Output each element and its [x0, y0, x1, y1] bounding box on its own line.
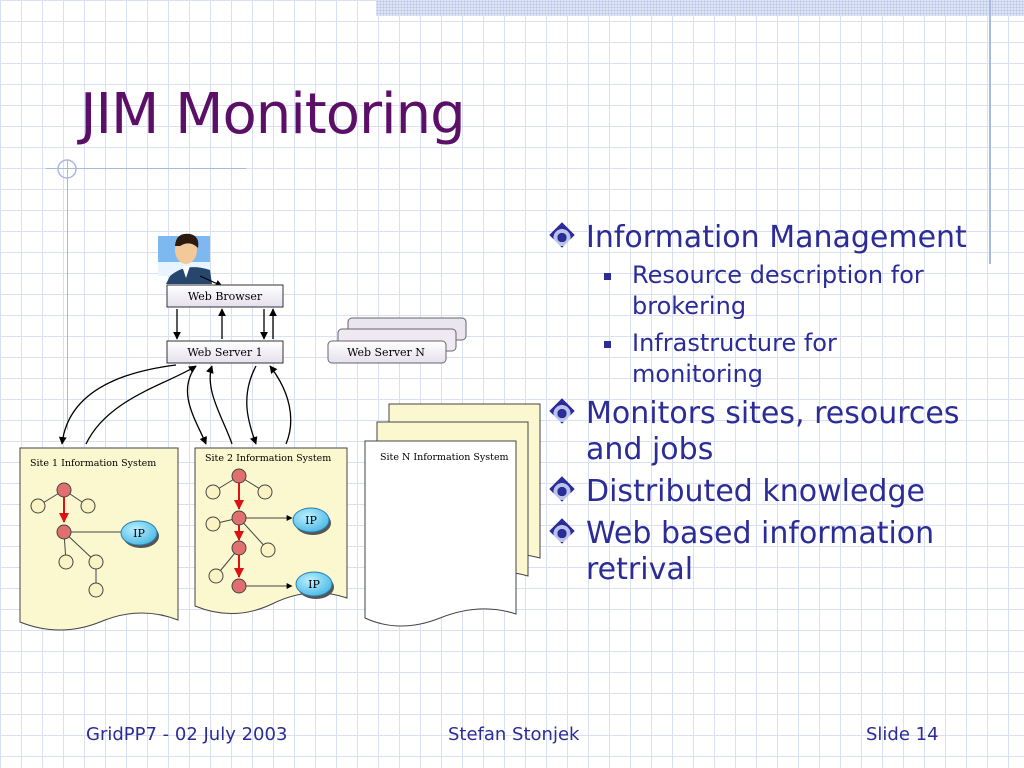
page-title: JIM Monitoring	[80, 82, 466, 147]
site-2-tree	[205, 468, 293, 594]
web-server-n-label: Web Server N	[347, 346, 425, 359]
diamond-bullet-icon	[549, 518, 575, 544]
diamond-bullet-icon	[549, 398, 575, 424]
bullet-text: Monitors sites, resources and jobs	[586, 396, 960, 467]
bullet-item: Monitors sites, resources and jobs	[548, 396, 968, 468]
square-bullet-icon	[604, 341, 611, 348]
square-bullet-icon	[604, 273, 611, 280]
decorative-top-band	[376, 0, 1024, 16]
site-2-ip-label-1: IP	[305, 514, 317, 527]
site-1-ip-label: IP	[133, 527, 145, 540]
bullet-item: Web based information retrival	[548, 516, 968, 588]
bullet-item: Information Management Resource descript…	[548, 220, 968, 390]
site-2-ip-label-2: IP	[308, 578, 320, 591]
web-browser-label: Web Browser	[188, 290, 263, 303]
web-server-1-label: Web Server 1	[187, 346, 262, 359]
bullet-text: Distributed knowledge	[586, 474, 925, 509]
footer-slide-number: Slide 14	[866, 724, 939, 745]
footer-author: Stefan Stonjek	[448, 724, 580, 745]
site-1-tree	[30, 482, 129, 598]
bullet-list: Information Management Resource descript…	[548, 220, 968, 588]
decorative-title-underline	[46, 168, 246, 169]
bullet-text: Web based information retrival	[586, 516, 935, 587]
crosshair-circle-icon	[57, 159, 77, 179]
diamond-bullet-icon	[549, 222, 575, 248]
site-2-label: Site 2 Information System	[205, 453, 331, 464]
decorative-vertical-line-left	[67, 160, 68, 430]
sub-bullet-item: Infrastructure for monitoring	[586, 328, 968, 390]
bullet-text: Information Management	[586, 220, 967, 255]
bullet-item: Distributed knowledge	[548, 474, 968, 510]
site-1-label: Site 1 Information System	[30, 458, 156, 469]
diamond-bullet-icon	[549, 476, 575, 502]
footer-left: GridPP7 - 02 July 2003	[86, 724, 288, 745]
user-person-icon	[158, 233, 212, 284]
sub-bullet-list: Resource description for brokering Infra…	[586, 260, 968, 390]
sub-bullet-item: Resource description for brokering	[586, 260, 968, 322]
sub-bullet-text: Infrastructure for monitoring	[632, 329, 837, 388]
decorative-vertical-line	[989, 0, 991, 264]
sub-bullet-text: Resource description for brokering	[632, 261, 924, 320]
site-n-label: Site N Information System	[380, 452, 509, 463]
architecture-diagram: Web Browser Web Server 1 Web Server N Si…	[19, 233, 541, 631]
